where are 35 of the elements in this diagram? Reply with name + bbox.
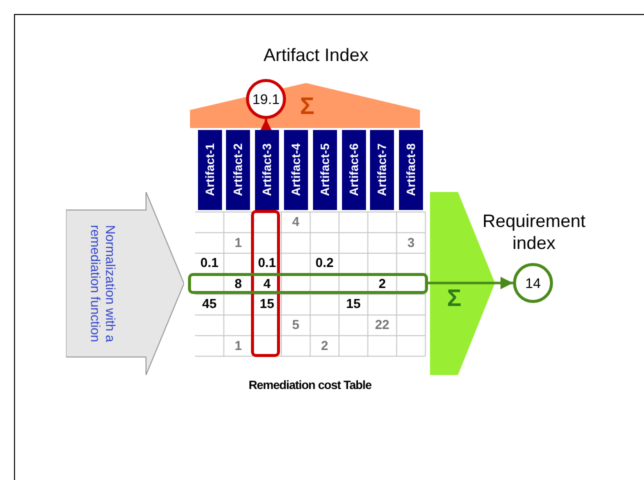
table-cell-value: 4 xyxy=(262,274,272,293)
sigma-symbol: Σ xyxy=(300,94,314,120)
column-header: Artifact-5 xyxy=(312,130,337,210)
table-cell-value: 3 xyxy=(406,234,416,252)
table-cell-value: 15 xyxy=(345,295,362,314)
table-cell-value: 8 xyxy=(234,274,243,293)
table-cell-value: 45 xyxy=(201,295,218,314)
node-text: Normalization with a remediation function xyxy=(88,224,118,345)
column-header: Artifact-2 xyxy=(226,130,250,210)
column-header: Artifact-8 xyxy=(399,130,424,210)
index-circle: 14 xyxy=(513,263,553,303)
node-caption: Requirement index xyxy=(481,210,587,254)
table-cell-value: 2 xyxy=(320,336,330,355)
column-highlight-box xyxy=(251,210,280,357)
table-cell-value: 1 xyxy=(234,336,243,355)
column-header: Artifact-7 xyxy=(370,130,394,210)
column-header: Artifact-4 xyxy=(284,130,308,210)
row-highlight-box xyxy=(188,273,428,294)
table-cell-value: 15 xyxy=(258,295,276,314)
column-header: Artifact-3 xyxy=(255,130,280,210)
table-cell-value: 5 xyxy=(291,316,300,334)
index-circle: 19.1 xyxy=(246,79,286,119)
table-cell-value: 0.1 xyxy=(256,254,278,272)
normalization-arrow xyxy=(66,192,184,375)
sigma-symbol: Σ xyxy=(447,286,462,312)
node-caption: Artifact Index xyxy=(262,44,370,66)
table-cell-value: 4 xyxy=(291,213,300,231)
column-header: Artifact-1 xyxy=(198,130,222,210)
column-header: Artifact-6 xyxy=(342,130,366,210)
table-cell-value: 1 xyxy=(234,234,243,252)
table-cell-value: 2 xyxy=(378,274,387,293)
table-caption: Remediation cost Table xyxy=(248,378,372,392)
table-cell-value: 0.2 xyxy=(314,254,335,272)
table-cell-value: 0.1 xyxy=(199,254,220,272)
table-cell-value: 22 xyxy=(374,316,390,334)
